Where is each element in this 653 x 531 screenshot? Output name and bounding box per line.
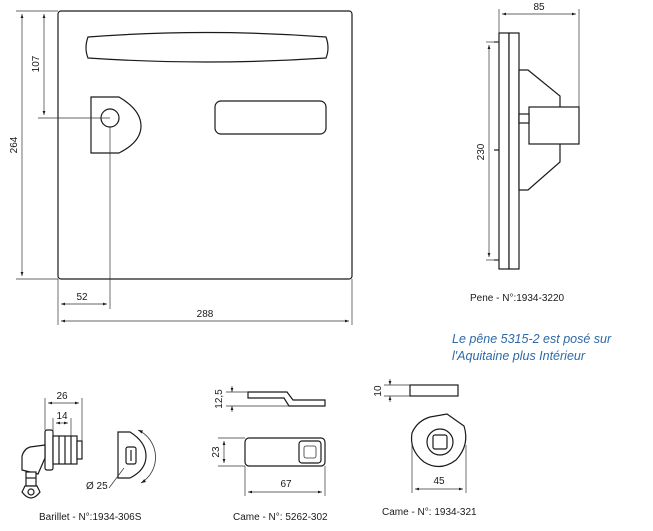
latch-bolt xyxy=(528,106,580,145)
latch-pin xyxy=(518,113,530,124)
dim-front-width: 288 xyxy=(197,309,214,320)
cam-5262-views: 12,5 23 67 Came - N°: 5262-302 xyxy=(211,386,328,523)
dim-barrel-body: 14 xyxy=(56,411,68,422)
dim-lock-height: 107 xyxy=(31,55,42,72)
cam2-profile xyxy=(409,384,459,397)
latch-plate xyxy=(498,32,510,270)
rotation-arrow-icon xyxy=(137,429,156,484)
dim-cam-thickness: 12,5 xyxy=(214,389,225,409)
cam-profile xyxy=(247,391,326,407)
mailbox-front-view: 264 107 52 288 xyxy=(9,10,353,325)
front-panel xyxy=(57,10,353,280)
barrel-views: 26 14 Ø 25 Barillet - N°:1934-306S xyxy=(21,391,156,523)
barrel-caption: Barillet - N°:1934-306S xyxy=(39,512,142,523)
cam-5262-caption: Came - N°: 5262-302 xyxy=(233,512,328,523)
dim-cam2-thickness: 10 xyxy=(373,385,384,397)
label-window xyxy=(214,100,327,135)
dim-latch-width: 85 xyxy=(533,2,545,13)
door-handle xyxy=(85,31,329,63)
dim-barrel-overall: 26 xyxy=(56,391,68,402)
dim-cam2-width: 45 xyxy=(433,476,445,487)
dim-latch-height: 230 xyxy=(476,143,487,160)
barrel-nut xyxy=(76,440,83,460)
note-line-1: Le pêne 5315-2 est posé sur xyxy=(452,332,612,346)
dim-cam-height: 23 xyxy=(211,446,222,458)
installation-note: Le pêne 5315-2 est posé sur l'Aquitaine … xyxy=(452,331,652,365)
dim-barrel-diameter: Ø 25 xyxy=(86,481,108,492)
dim-cam-length: 67 xyxy=(280,479,292,490)
dim-front-height: 264 xyxy=(9,136,20,153)
latch-backplate xyxy=(508,32,520,270)
latch-side-view: 85 230 Pene - N°:1934-3220 xyxy=(470,2,580,304)
barrel-flange xyxy=(44,429,54,471)
cam-square-hole xyxy=(298,440,322,464)
key-icon xyxy=(21,444,46,499)
cam-1934-caption: Came - N°: 1934-321 xyxy=(382,507,477,518)
note-line-2: l'Aquitaine plus Intérieur xyxy=(452,349,586,363)
cam-1934-views: 10 45 Came - N°: 1934-321 xyxy=(373,379,477,518)
latch-caption: Pene - N°:1934-3220 xyxy=(470,293,565,304)
dim-lock-offset: 52 xyxy=(76,292,88,303)
